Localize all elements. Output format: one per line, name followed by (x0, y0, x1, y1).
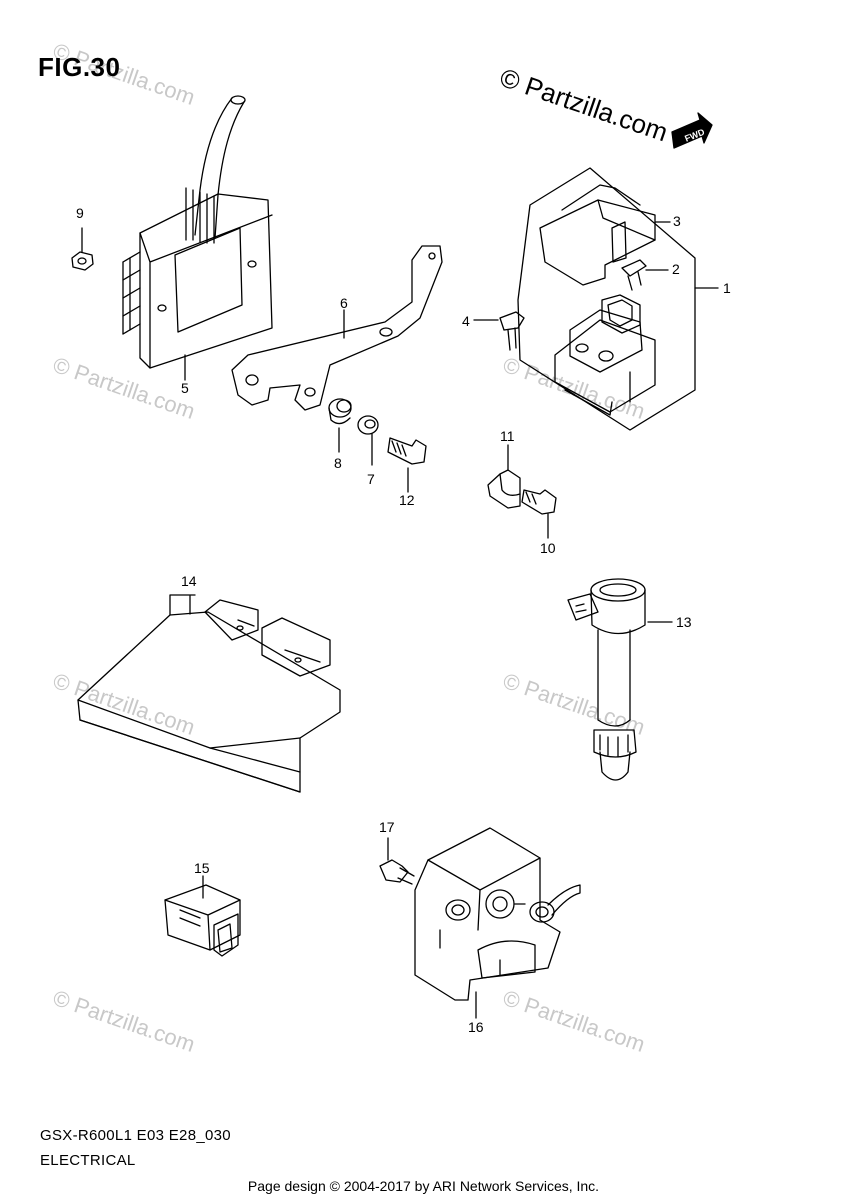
part-1-starter-relay-assembly[interactable] (517, 167, 719, 431)
callout-4: 4 (462, 313, 470, 329)
callout-12: 12 (399, 492, 415, 508)
callout-3: 3 (673, 213, 681, 229)
fwd-arrow-icon: FWD (671, 112, 713, 149)
callout-8: 8 (334, 455, 342, 471)
callout-15: 15 (194, 860, 210, 876)
part-4-screw[interactable] (473, 311, 525, 351)
part-15-sensor[interactable] (164, 875, 241, 957)
part-2-fuse[interactable] (621, 259, 669, 291)
part-5-regulator[interactable] (122, 95, 273, 381)
diagram-code: GSX-R600L1 E03 E28_030 (40, 1127, 231, 1144)
callout-9: 9 (76, 205, 84, 221)
part-3-relay-cover[interactable] (539, 184, 671, 286)
relay-body[interactable] (554, 294, 656, 416)
callout-16: 16 (468, 1019, 484, 1035)
part-16-sensor-housing[interactable] (414, 827, 581, 1019)
part-11-clamp[interactable] (487, 444, 521, 509)
callout-11: 11 (500, 428, 515, 444)
callout-6: 6 (340, 295, 348, 311)
copyright-footer: Page design © 2004-2017 by ARI Network S… (247, 1178, 600, 1194)
callout-14: 14 (181, 573, 197, 589)
section-name: ELECTRICAL (40, 1152, 136, 1169)
callout-7: 7 (367, 471, 375, 487)
part-9-nut[interactable] (71, 227, 94, 271)
part-13-ignition-coil[interactable] (567, 578, 673, 781)
part-14-ecm[interactable] (77, 594, 341, 793)
part-12-bolt[interactable] (387, 437, 427, 493)
part-6-bracket[interactable] (231, 245, 443, 411)
callout-10: 10 (540, 540, 556, 556)
part-7-collar[interactable] (357, 415, 379, 466)
callout-2: 2 (672, 261, 680, 277)
callout-17: 17 (379, 819, 395, 835)
callout-13: 13 (676, 614, 692, 630)
figure-title: FIG.30 (38, 52, 121, 82)
part-8-grommet[interactable] (328, 398, 352, 453)
part-10-screw[interactable] (521, 489, 557, 539)
callout-5: 5 (181, 380, 189, 396)
callout-1: 1 (723, 280, 731, 296)
part-17-bolt[interactable] (379, 837, 415, 885)
